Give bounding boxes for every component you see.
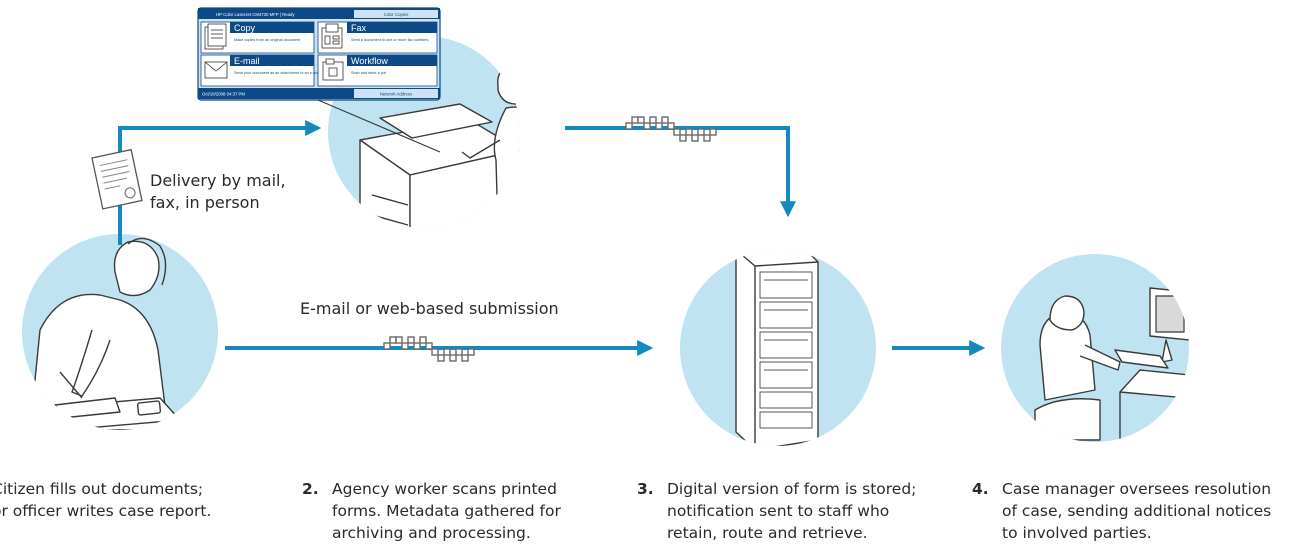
server-rack-illustration <box>735 250 819 446</box>
panel-tile-email: E-mail Send your document as an attachme… <box>200 54 320 87</box>
panel-tile-workflow: Workflow Scan and store a job <box>317 54 438 87</box>
data-packet-icon <box>625 116 717 142</box>
copy-tile-title: Copy <box>234 23 256 33</box>
fax-icon <box>321 23 343 49</box>
panel-header-mode: Color Copies <box>384 12 409 17</box>
step-1: Citizen fills out documents; or officer … <box>0 478 242 522</box>
document-icon <box>91 148 143 210</box>
panel-tile-fax: Fax Send a document to one or more fax n… <box>317 21 438 54</box>
step-2: 2. Agency worker scans printed forms. Me… <box>302 478 602 544</box>
email-submission-label: E-mail or web-based submission <box>300 299 559 318</box>
step-3: 3. Digital version of form is stored; no… <box>637 478 937 544</box>
mail-delivery-label: Delivery by mail, fax, in person <box>150 171 286 212</box>
mail-delivery-arrow <box>118 120 322 245</box>
scan-to-storage-arrow <box>565 126 796 218</box>
panel-footer-network: Network Address <box>380 92 412 97</box>
step-3-text: Digital version of form is stored; notif… <box>667 480 917 542</box>
step-4-number: 4. <box>972 480 989 498</box>
fax-tile-title: Fax <box>351 23 367 33</box>
workflow-tile-title: Workflow <box>351 56 388 66</box>
workflow-icon <box>322 58 344 81</box>
workflow-tile-desc: Scan and store a job <box>351 71 386 75</box>
fax-tile-desc: Send a document to one or more fax numbe… <box>351 38 429 42</box>
case-manager-illustration <box>1034 287 1189 442</box>
step-4: 4. Case manager oversees resolution of c… <box>972 478 1302 544</box>
copy-icon <box>204 23 227 50</box>
step-2-number: 2. <box>302 480 319 498</box>
envelope-icon <box>204 61 228 79</box>
step-4-text: Case manager oversees resolution of case… <box>1002 480 1272 542</box>
copy-tile-desc: Make copies from an original document <box>234 38 301 42</box>
panel-tile-copy: Copy Make copies from an original docume… <box>200 21 315 54</box>
device-control-panel: HP Color LaserJet CM4730 MFP | Ready Col… <box>197 7 441 101</box>
step-3-number: 3. <box>637 480 654 498</box>
email-tile-desc: Send your document as an attachment to a… <box>234 71 320 75</box>
data-packet-icon <box>383 336 475 362</box>
step-2-text: Agency worker scans printed forms. Metad… <box>332 480 561 542</box>
step-1-text: Citizen fills out documents; or officer … <box>0 480 212 520</box>
email-tile-title: E-mail <box>234 56 260 66</box>
panel-footer-datetime: Oct/18/2008 04:37 PM <box>202 92 245 97</box>
panel-header-status: HP Color LaserJet CM4730 MFP | Ready <box>216 12 295 17</box>
panel-callout-line <box>317 99 441 153</box>
